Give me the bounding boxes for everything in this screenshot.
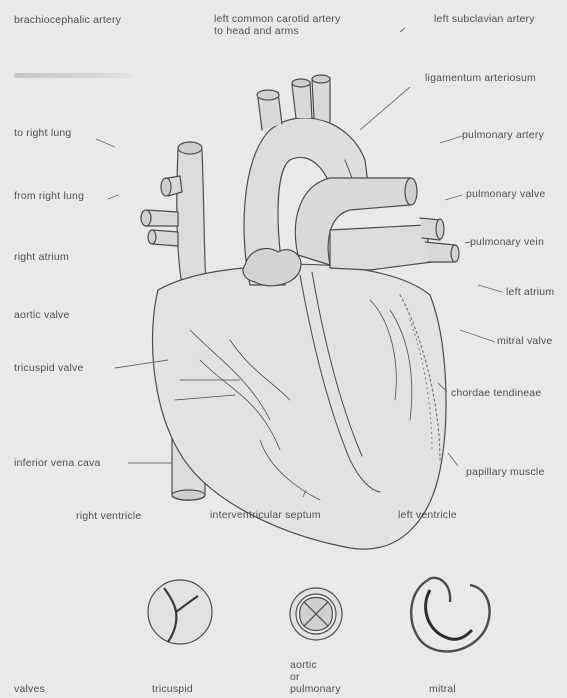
mitral-valve-ring (411, 578, 489, 652)
label-right-atrium: right atrium (14, 251, 69, 263)
caption-tricuspid: tricuspid (152, 683, 193, 695)
label-pulmonary-valve: pulmonary valve (466, 188, 545, 200)
caption-aortic-line2: or (290, 671, 300, 683)
caption-mitral: mitral (429, 683, 456, 695)
label-pulmonary-vein: pulmonary vein (470, 236, 544, 248)
label-chordae-tendineae: chordae tendineae (451, 387, 541, 399)
faded-label-bar (14, 73, 132, 78)
tricuspid-valve-ring (148, 580, 212, 644)
label-left-common-carotid-line2: to head and arms (214, 25, 299, 37)
label-left-subclavian-artery: left subclavian artery (434, 13, 535, 25)
label-left-atrium: left atrium (506, 286, 554, 298)
label-pulmonary-artery: pulmonary artery (462, 129, 544, 141)
caption-aortic-line3: pulmonary (290, 683, 341, 695)
label-papillary-muscle: papillary muscle (466, 466, 544, 478)
label-ligamentum-arteriosum: ligamentum arteriosum (425, 72, 536, 84)
label-tricuspid-valve: tricuspid valve (14, 362, 84, 374)
left-pulmonary-veins (330, 225, 432, 270)
label-right-ventricle: right ventricle (76, 510, 141, 522)
label-to-right-lung: to right lung (14, 127, 71, 139)
label-from-right-lung: from right lung (14, 190, 84, 202)
label-interventricular-septum: interventricular septum (210, 509, 321, 521)
label-left-ventricle: left ventricle (398, 509, 457, 521)
superior-vena-cava (177, 150, 206, 285)
valve-diagrams (148, 578, 490, 652)
label-mitral-valve: mitral valve (497, 335, 553, 347)
label-left-common-carotid-line1: left common carotid artery (214, 13, 341, 25)
caption-aortic-line1: aortic (290, 659, 317, 671)
label-brachiocephalic-artery: brachiocephalic artery (14, 14, 121, 26)
label-inferior-vena-cava: inferior vena cava (14, 457, 100, 469)
heart-body (153, 264, 446, 549)
valves-heading: valves (14, 683, 45, 695)
left-subclavian-branch (312, 78, 330, 122)
label-aortic-valve: aortic valve (14, 309, 70, 321)
